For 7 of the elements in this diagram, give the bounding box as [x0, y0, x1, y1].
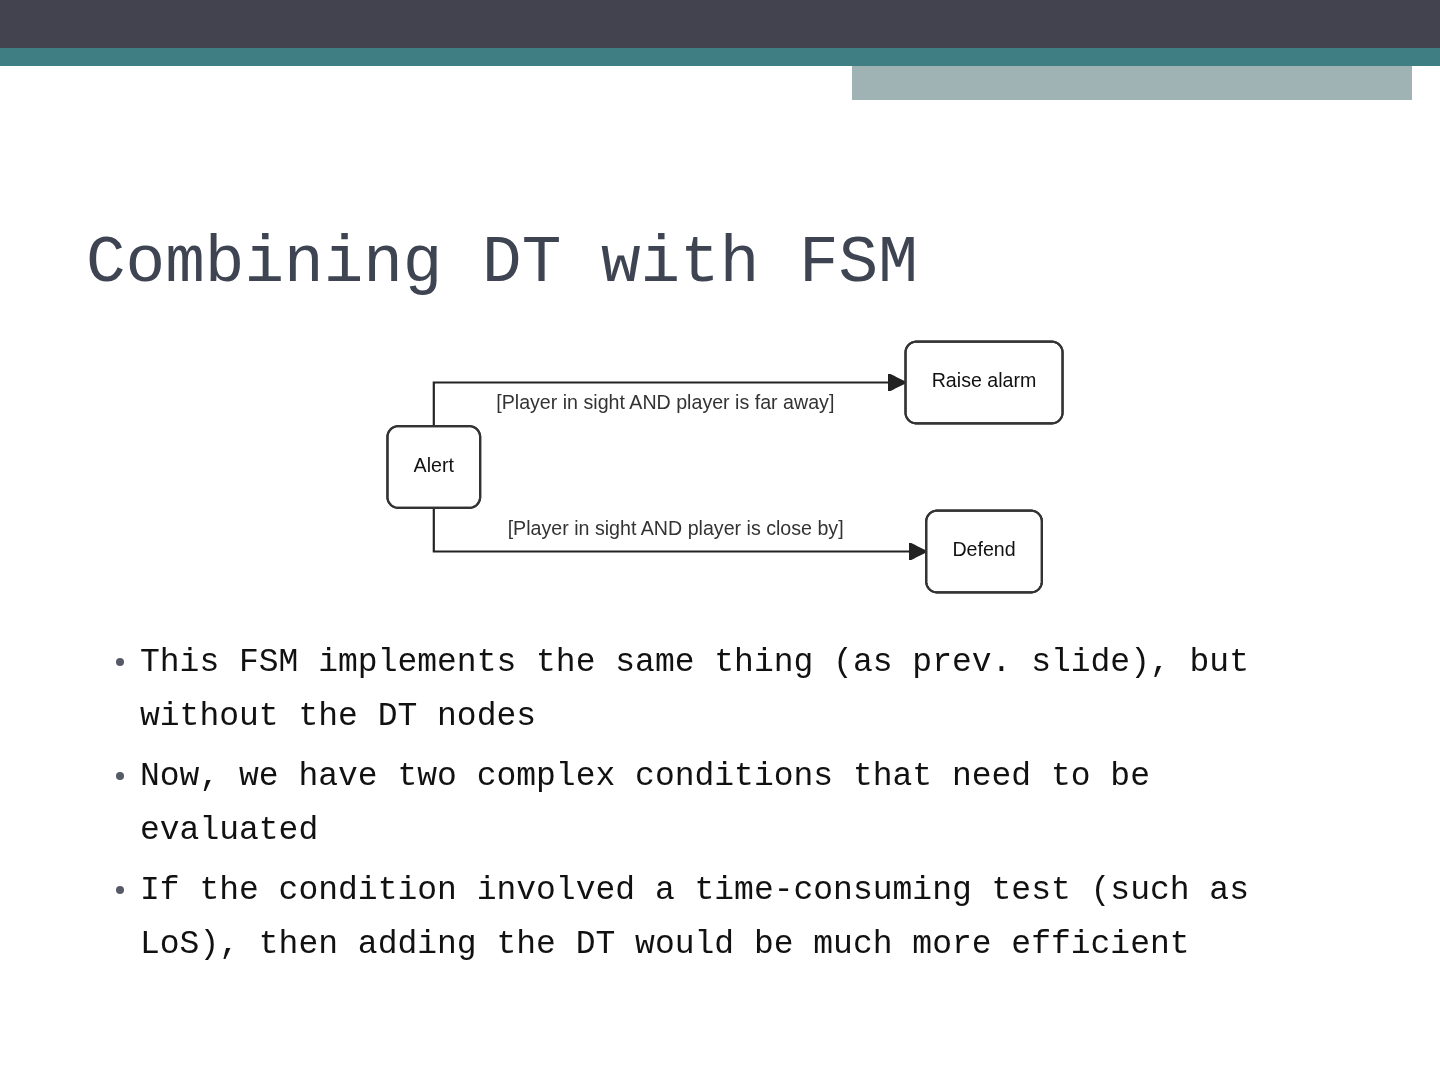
- state-box: Alert: [386, 425, 482, 509]
- state-box: Raise alarm: [904, 340, 1064, 425]
- bullet-text: If the condition involved a time-consuming test (such as LoS), then adding the DT would be much more efficient: [140, 871, 1250, 965]
- bullet-text: This FSM implements the same thing (as prev. slide), but without the DT nodes: [140, 643, 1250, 737]
- slide-title: Combining DT with FSM: [86, 226, 918, 301]
- state-box: Defend: [925, 509, 1043, 594]
- bullet-text: Now, we have two complex conditions that need to be evaluated: [140, 757, 1151, 851]
